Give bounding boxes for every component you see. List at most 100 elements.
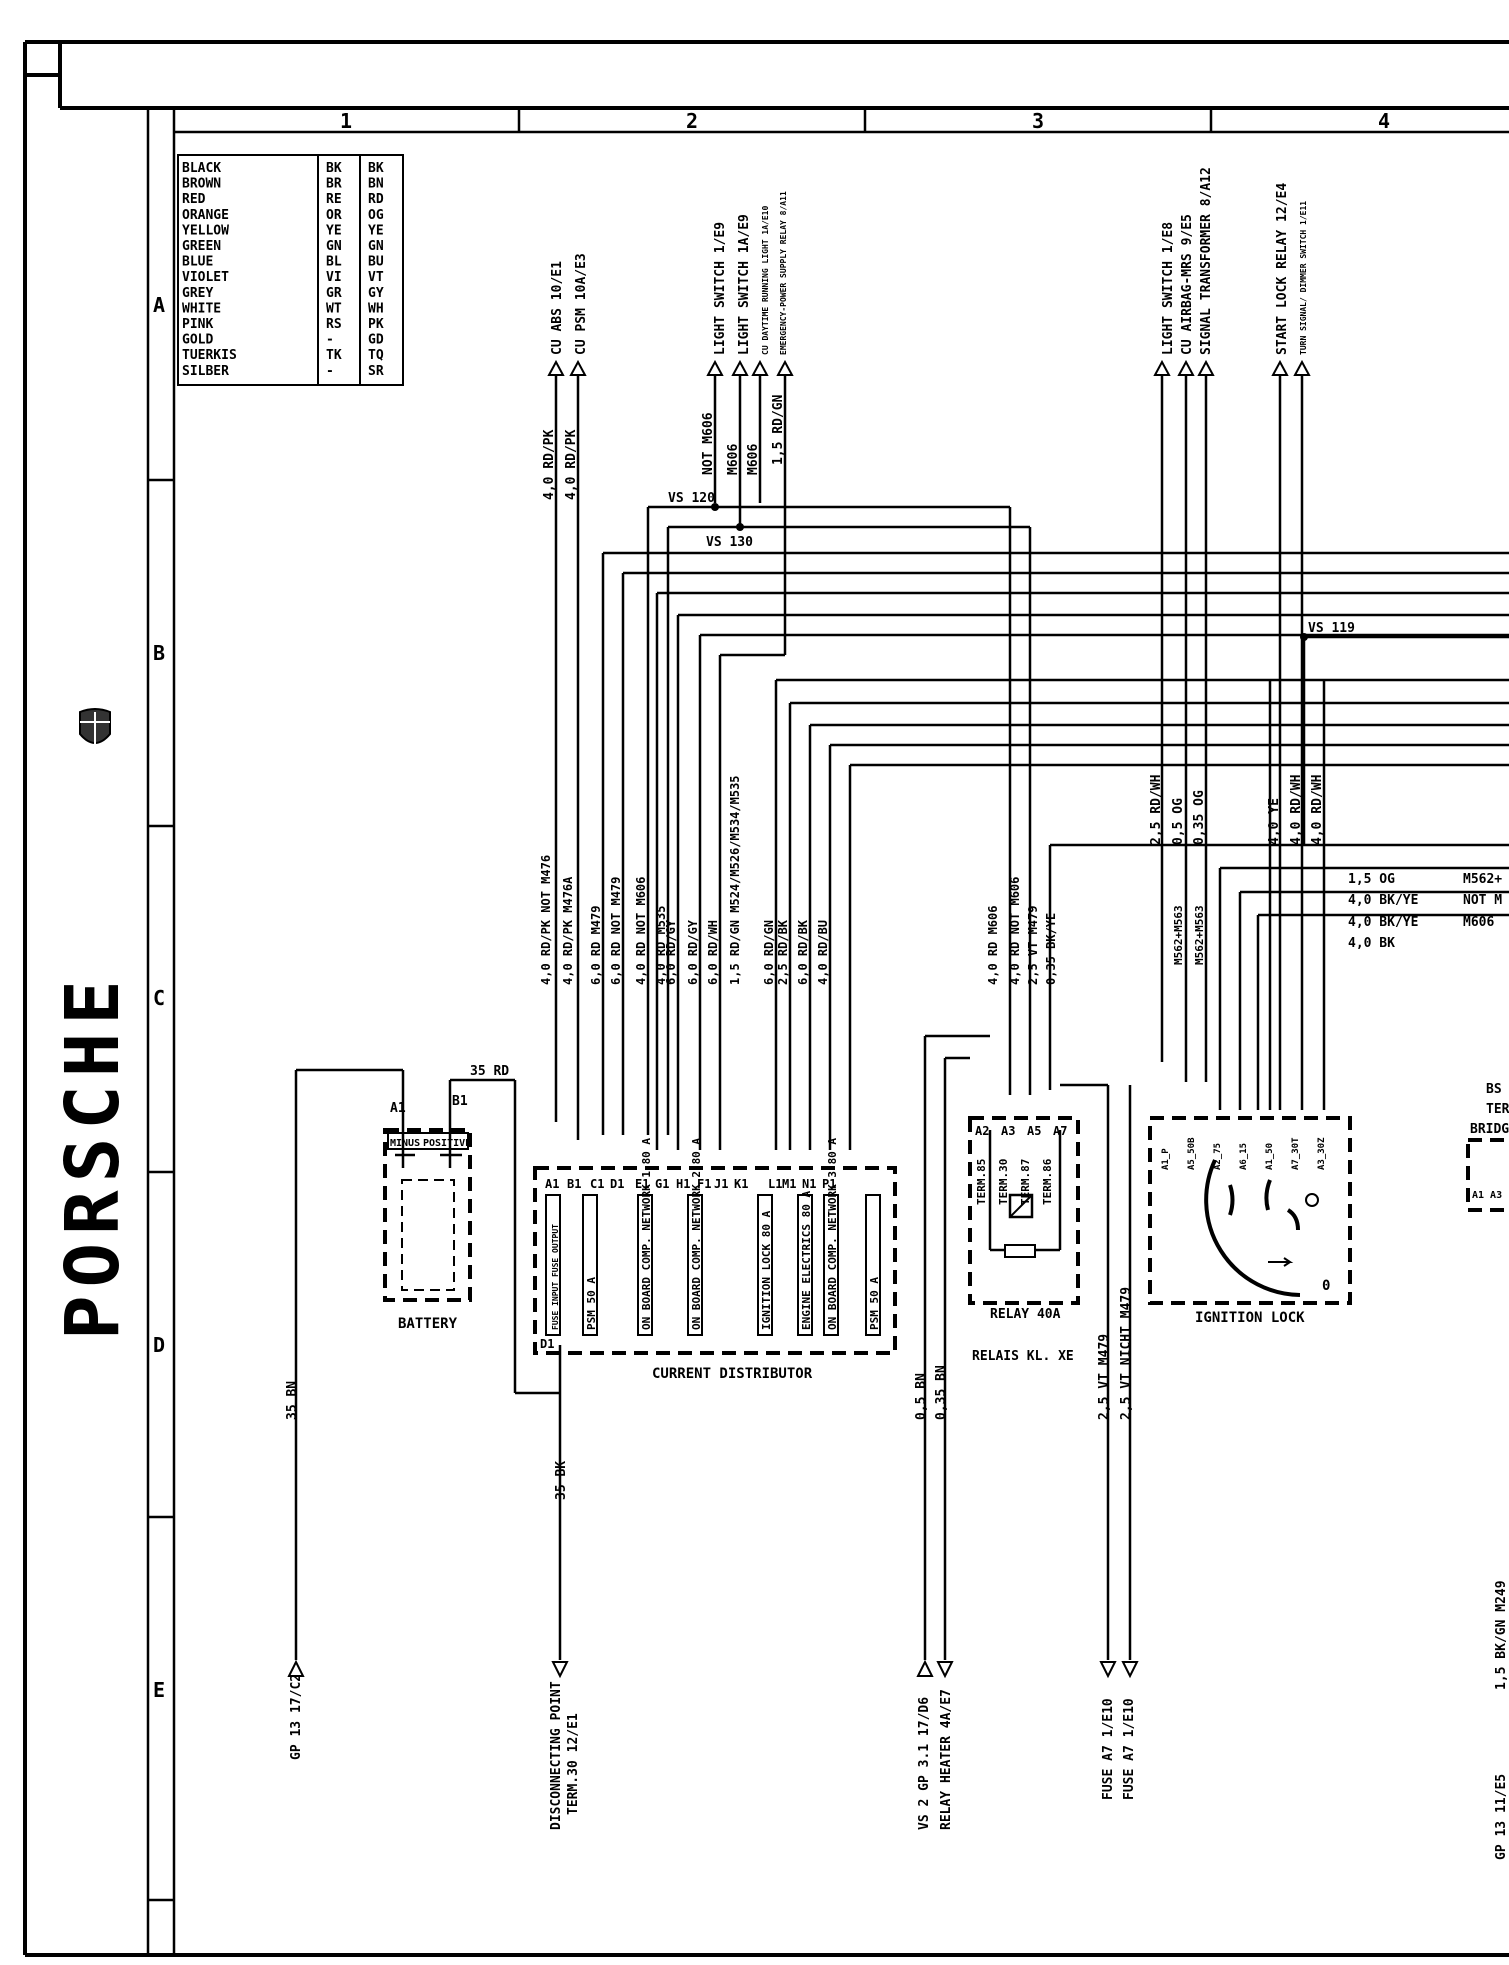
wire-label: M606 [746,444,761,475]
color-name: WHITE [182,301,221,316]
fuse-label: ON BOARD COMP. NETWORK 2 80 A [690,1138,703,1330]
top-references: CU ABS 10/E1 CU PSM 10A/E3 LIGHT SWITCH … [550,167,1308,355]
wire-label: 1,5 BK/GN M249 [1494,1580,1509,1690]
color-name: ORANGE [182,208,229,223]
wire-label: VS 130 [706,535,753,550]
wire-label: 4,0 RD NOT M606 [634,877,648,985]
fuse-element [865,1194,881,1336]
ignition-pin: A1_P [1161,1148,1171,1170]
color-code-en: SR [368,364,384,379]
wire-label: VS 120 [668,491,715,506]
bottom-connector-arrows [287,1659,1139,1679]
row-d: D [153,1333,165,1357]
column-labels: 1 2 3 4 [340,109,1390,133]
wire-label: 4,0 RD/WH [1289,775,1304,845]
color-name: GOLD [182,333,213,348]
wire-label: 4,0 RD/PK NOT M476 [539,855,553,985]
color-name: RED [182,192,206,207]
ignition-pin: A1_50 [1265,1143,1275,1170]
color-code-en: GY [368,286,384,301]
wire-label: 4,0 BK/YE [1348,893,1418,908]
color-code-de: RS [326,317,342,332]
color-code-en: BK [368,161,384,176]
ref-fuse-2: FUSE A7 1/E10 [1122,1698,1137,1800]
battery-label: BATTERY [398,1316,458,1332]
ref-disconnect-2: TERM.30 12/E1 [566,1713,581,1815]
wire-label: NOT M606 [701,412,716,475]
wire-label: 2,5 VT NICHT M479 [1119,1287,1134,1420]
wire-label: 6,0 RD M479 [589,906,603,985]
wire-label: 4,0 YE [1267,798,1282,845]
ref-signal: SIGNAL TRANSFORMER 8/A12 [1199,167,1214,355]
wire-label: M606 [1463,915,1494,930]
row-a: A [153,293,165,317]
frame [23,40,1509,1957]
wire-label: 4,0 RD M606 [986,906,1000,985]
ref-light-switch-e8: LIGHT SWITCH 1/E8 [1161,222,1176,355]
color-code-de: WT [326,301,342,316]
color-code-en: TQ [368,348,384,363]
connector-arrow-icon [551,1661,569,1679]
bs-bridge-label: BRIDG [1470,1122,1509,1137]
connector-arrow-icon [1177,359,1195,376]
ref-cu-psm: CU PSM 10A/E3 [574,253,589,355]
color-code-de: BK [326,161,342,176]
connector-arrow-icon [706,359,724,376]
color-code-de: YE [326,223,342,238]
color-code-de: BR [326,177,342,192]
color-code-de: BL [326,255,342,270]
battery-minus-label: MINUS [390,1138,420,1149]
connector-arrow-icon [287,1659,305,1677]
ref-disconnect-1: DISCONNECTING POINT [549,1681,564,1830]
fuse-label: PSM 50 A [868,1277,881,1330]
color-name: TUERKIS [182,348,237,363]
wire-label: 0,35 BN [934,1365,949,1420]
ignition-zero: 0 [1322,1278,1330,1294]
brand-logo: PORSCHE [50,972,136,1340]
ref-start-lock: START LOCK RELAY 12/E4 [1275,183,1290,355]
fuse-label: IGNITION LOCK 80 A [760,1210,773,1330]
wire-label: 2,5 VT M479 [1097,1334,1112,1420]
color-code-de: VI [326,270,342,285]
ref-vs2: VS 2 GP 3.1 17/D6 [917,1697,932,1830]
color-code-en: BN [368,177,384,192]
relay-sub-label: RELAIS KL. XE [972,1349,1074,1364]
battery-pin: B1 [452,1094,468,1109]
wire-label: 35 BN [285,1381,300,1420]
color-code-en: RD [368,192,384,207]
color-name: BROWN [182,177,221,192]
porsche-crest-icon [79,708,111,748]
distributor-label: CURRENT DISTRIBUTOR [652,1366,813,1382]
col-2: 2 [686,109,698,133]
distributor-pin: D1 [540,1337,554,1351]
wire-label: 6,0 RD/GY [686,919,700,985]
ignition-pin: A7_30T [1291,1137,1301,1170]
distributor-pin: C1 [590,1177,604,1191]
col-1: 1 [340,109,352,133]
relay-terminal: TERM.85 [975,1159,988,1205]
wire-label: 6,0 RD/BK [796,919,810,985]
bs-bridge: BS TER BRIDG A1 A3 [1466,1082,1509,1212]
color-code-de: - [326,333,334,348]
color-code-de: - [326,364,334,379]
color-code-en: GD [368,333,384,348]
bs-pins: A1 A3 [1472,1190,1502,1201]
relay-pin: A3 [1001,1124,1015,1138]
color-code-en: GN [368,239,384,254]
wire-label: 4,0 RD NOT M606 [1008,877,1022,985]
ignition-pin: A5_50B [1187,1137,1197,1170]
col-4: 4 [1378,109,1390,133]
wire-label: 35 RD [470,1064,509,1079]
color-code-en: VT [368,270,384,285]
color-name: VIOLET [182,270,229,285]
wire-label: M562+M563 [1193,905,1206,965]
ref-cu-abs: CU ABS 10/E1 [550,261,565,355]
ref-heater: RELAY HEATER 4A/E7 [939,1689,954,1830]
ref-gp13: GP 13 17/C2 [289,1674,304,1760]
distributor-pin: N1 [802,1177,816,1191]
fuse-label: ON BOARD COMP. NETWORK 1 80 A [640,1138,653,1330]
color-name: YELLOW [182,223,229,238]
color-code-de: GN [326,239,342,254]
